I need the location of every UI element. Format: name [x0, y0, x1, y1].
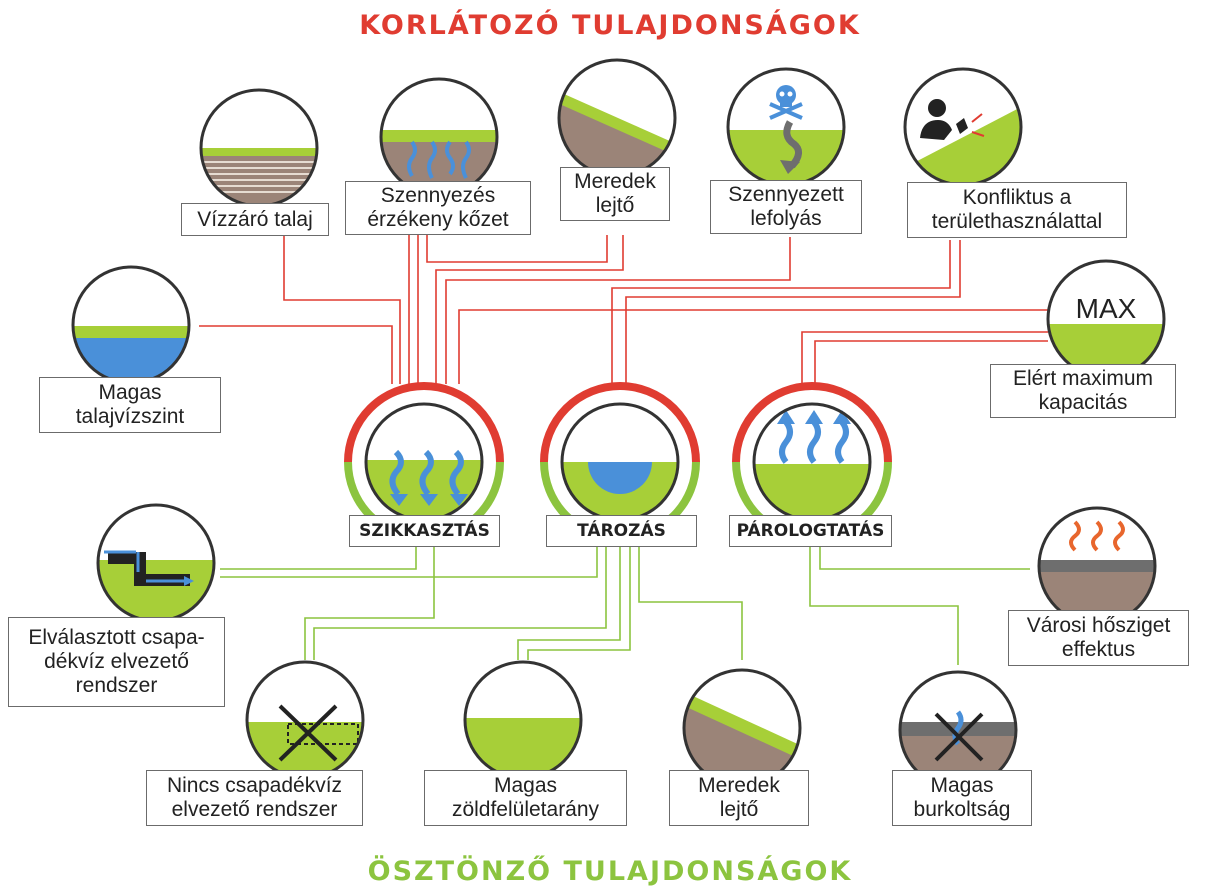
polluted-runoff-icon [726, 67, 846, 187]
limiting-connectors [199, 232, 1048, 384]
high-paving-label: Magas burkoltság [892, 770, 1032, 826]
infiltration-label: SZIKKASZTÁS [349, 515, 500, 547]
sensitive-rock-label: Szennyezés érzékeny kőzet [345, 181, 531, 235]
polluted-runoff-label: Szennyezett lefolyás [710, 180, 862, 234]
promoting-properties-heading: ÖSZTÖNZŐ TULAJDONSÁGOK [367, 856, 853, 887]
steep-slope-label: Meredek lejtő [560, 167, 670, 221]
land-use-conflict-icon [903, 67, 1023, 187]
no-drainage-label: Nincs csapadékvíz elvezető rendszer [146, 770, 363, 826]
promoting-connectors [220, 547, 1030, 665]
separate-drainage-label: Elválasztott csapa- dékvíz elvezető rend… [8, 617, 225, 707]
high-groundwater-icon [71, 265, 191, 385]
max-capacity-label: Elért maximum kapacitás [990, 364, 1176, 418]
separate-drainage-icon [96, 503, 216, 623]
storage-icon [540, 382, 700, 542]
high-groundwater-label: Magas talajvízszint [39, 377, 221, 433]
green-ratio-label: Magas zöldfelületarány [424, 770, 627, 826]
no-drainage-icon [245, 660, 365, 780]
land-use-conflict-label: Konfliktus a területhasználattal [907, 182, 1127, 238]
limiting-properties-heading: KORLÁTOZÓ TULAJDONSÁGOK [359, 10, 861, 41]
impermeable-soil-label: Vízzáró talaj [181, 203, 329, 236]
evaporation-icon [732, 382, 892, 542]
heat-island-label: Városi hősziget effektus [1008, 610, 1189, 666]
storage-label: TÁROZÁS [546, 515, 697, 547]
evaporation-label: PÁROLOGTATÁS [729, 515, 892, 547]
max-label: MAX [1076, 293, 1137, 324]
impermeable-soil-icon [199, 88, 319, 208]
infiltration-icon [344, 382, 504, 542]
steep-slope-promoting-label: Meredek lejtő [669, 770, 809, 826]
